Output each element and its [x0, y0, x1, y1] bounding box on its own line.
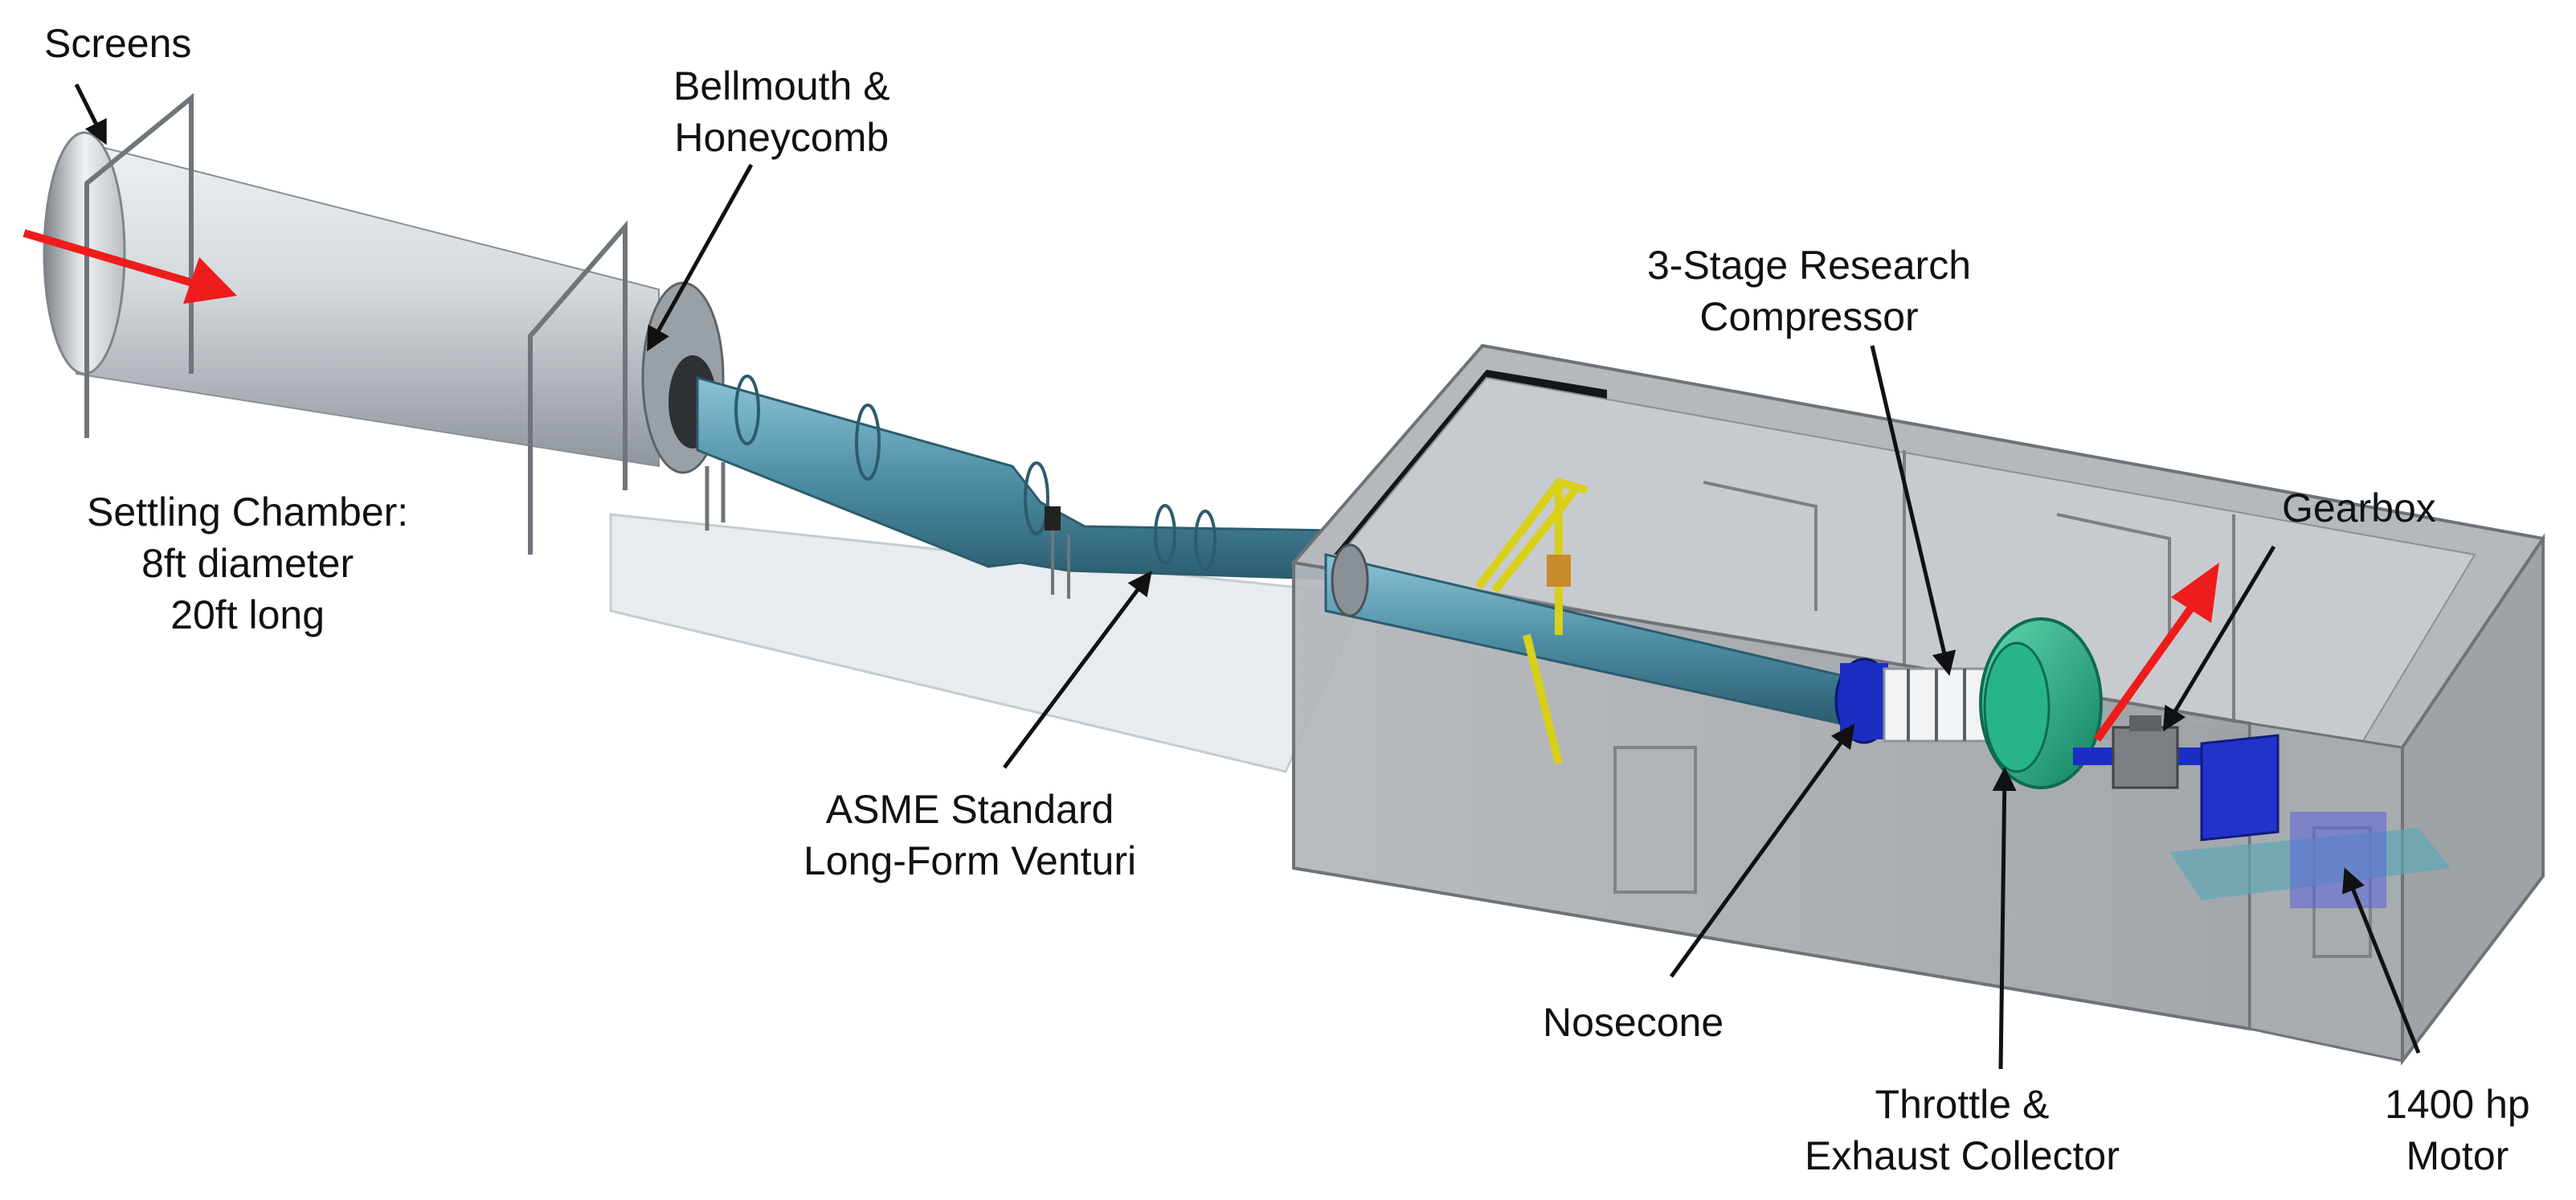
exhaust-flow-arrow: [2093, 563, 2219, 742]
inlet-flow-arrow: [22, 229, 237, 304]
bellmouth-label: Bellmouth & Honeycomb: [673, 63, 890, 160]
rig: [1324, 477, 2451, 908]
test-building: [1290, 343, 2545, 1066]
settling-chamber-label: Settling Chamber: 8ft diameter 20ft long: [87, 489, 409, 637]
screen-frame: [84, 92, 628, 555]
motor-leader: [2341, 867, 2421, 1054]
exhaust-collector: [1979, 617, 2103, 789]
throttle-label: Throttle & Exhaust Collector: [1805, 1082, 2120, 1178]
bellmouth-leader: [647, 163, 754, 352]
motor: [2169, 734, 2451, 908]
gearbox: [2112, 715, 2179, 789]
venturi-duct: [696, 375, 1335, 599]
gearbox-label: Gearbox: [2282, 485, 2436, 530]
venturi-label: ASME Standard Long-Form Venturi: [803, 787, 1137, 883]
gearbox-leader: [2162, 545, 2276, 732]
compressor-leader: [1870, 345, 1957, 676]
venturi-leader: [1003, 571, 1152, 769]
motor-label: 1400 hp Motor: [2385, 1082, 2530, 1178]
nosecone-leader: [1669, 723, 1855, 978]
throttle-leader: [1992, 767, 2017, 1070]
research-compressor: [1883, 667, 1998, 743]
screens-label: Screens: [44, 21, 192, 66]
compressor-label: 3-Stage Research Compressor: [1647, 243, 1972, 339]
nosecone-label: Nosecone: [1543, 1000, 1724, 1045]
screens-leader: [74, 83, 107, 145]
settling-chamber: [43, 92, 1368, 773]
